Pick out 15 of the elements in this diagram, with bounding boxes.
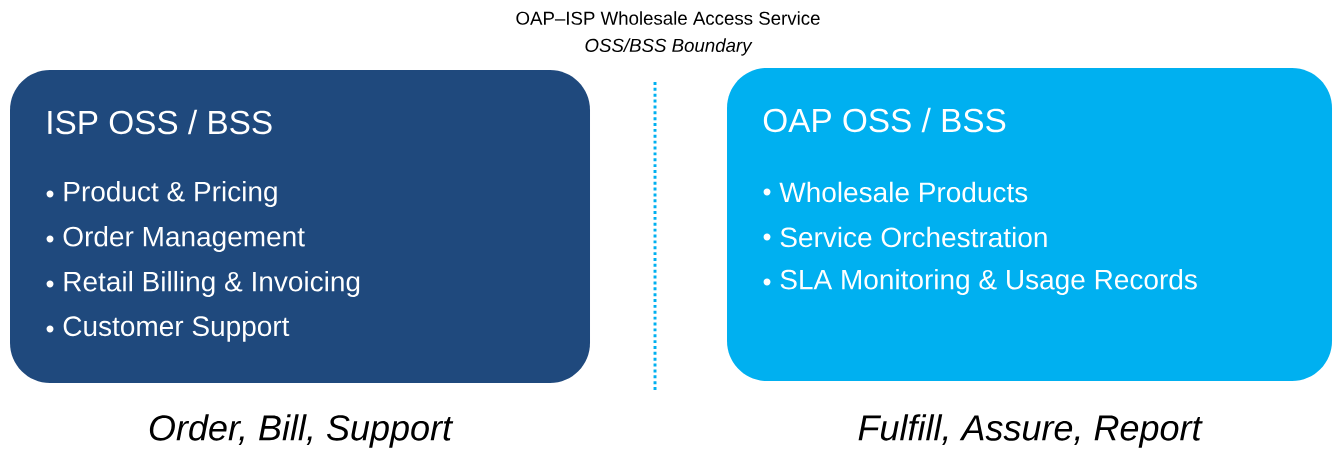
rounded-box [727,68,1332,381]
bullet-item: Customer Support [63,316,290,342]
bullet-item: Retail Billing & Invoicing [64,270,360,298]
bullet-item: Product & Pricing [64,180,277,208]
box-caption: Order, Bill, Support [149,414,454,448]
box-heading: OAP OSS / BSS [763,107,1006,133]
bullet-item: Wholesale Products [779,181,1028,203]
box-caption: Fulfill, Assure, Report [858,414,1203,448]
bullet-item: SLA Monitoring & Usage Records [780,268,1197,296]
bullet-item: Order Management [63,225,305,253]
box-heading: ISP OSS / BSS [48,109,272,135]
bullet-item: Service Orchestration [780,226,1047,248]
rounded-box [10,70,590,383]
boundary-label: OSS/BSS Boundary [585,38,753,56]
title: OAP–ISP Wholesale Access Service [516,11,820,25]
